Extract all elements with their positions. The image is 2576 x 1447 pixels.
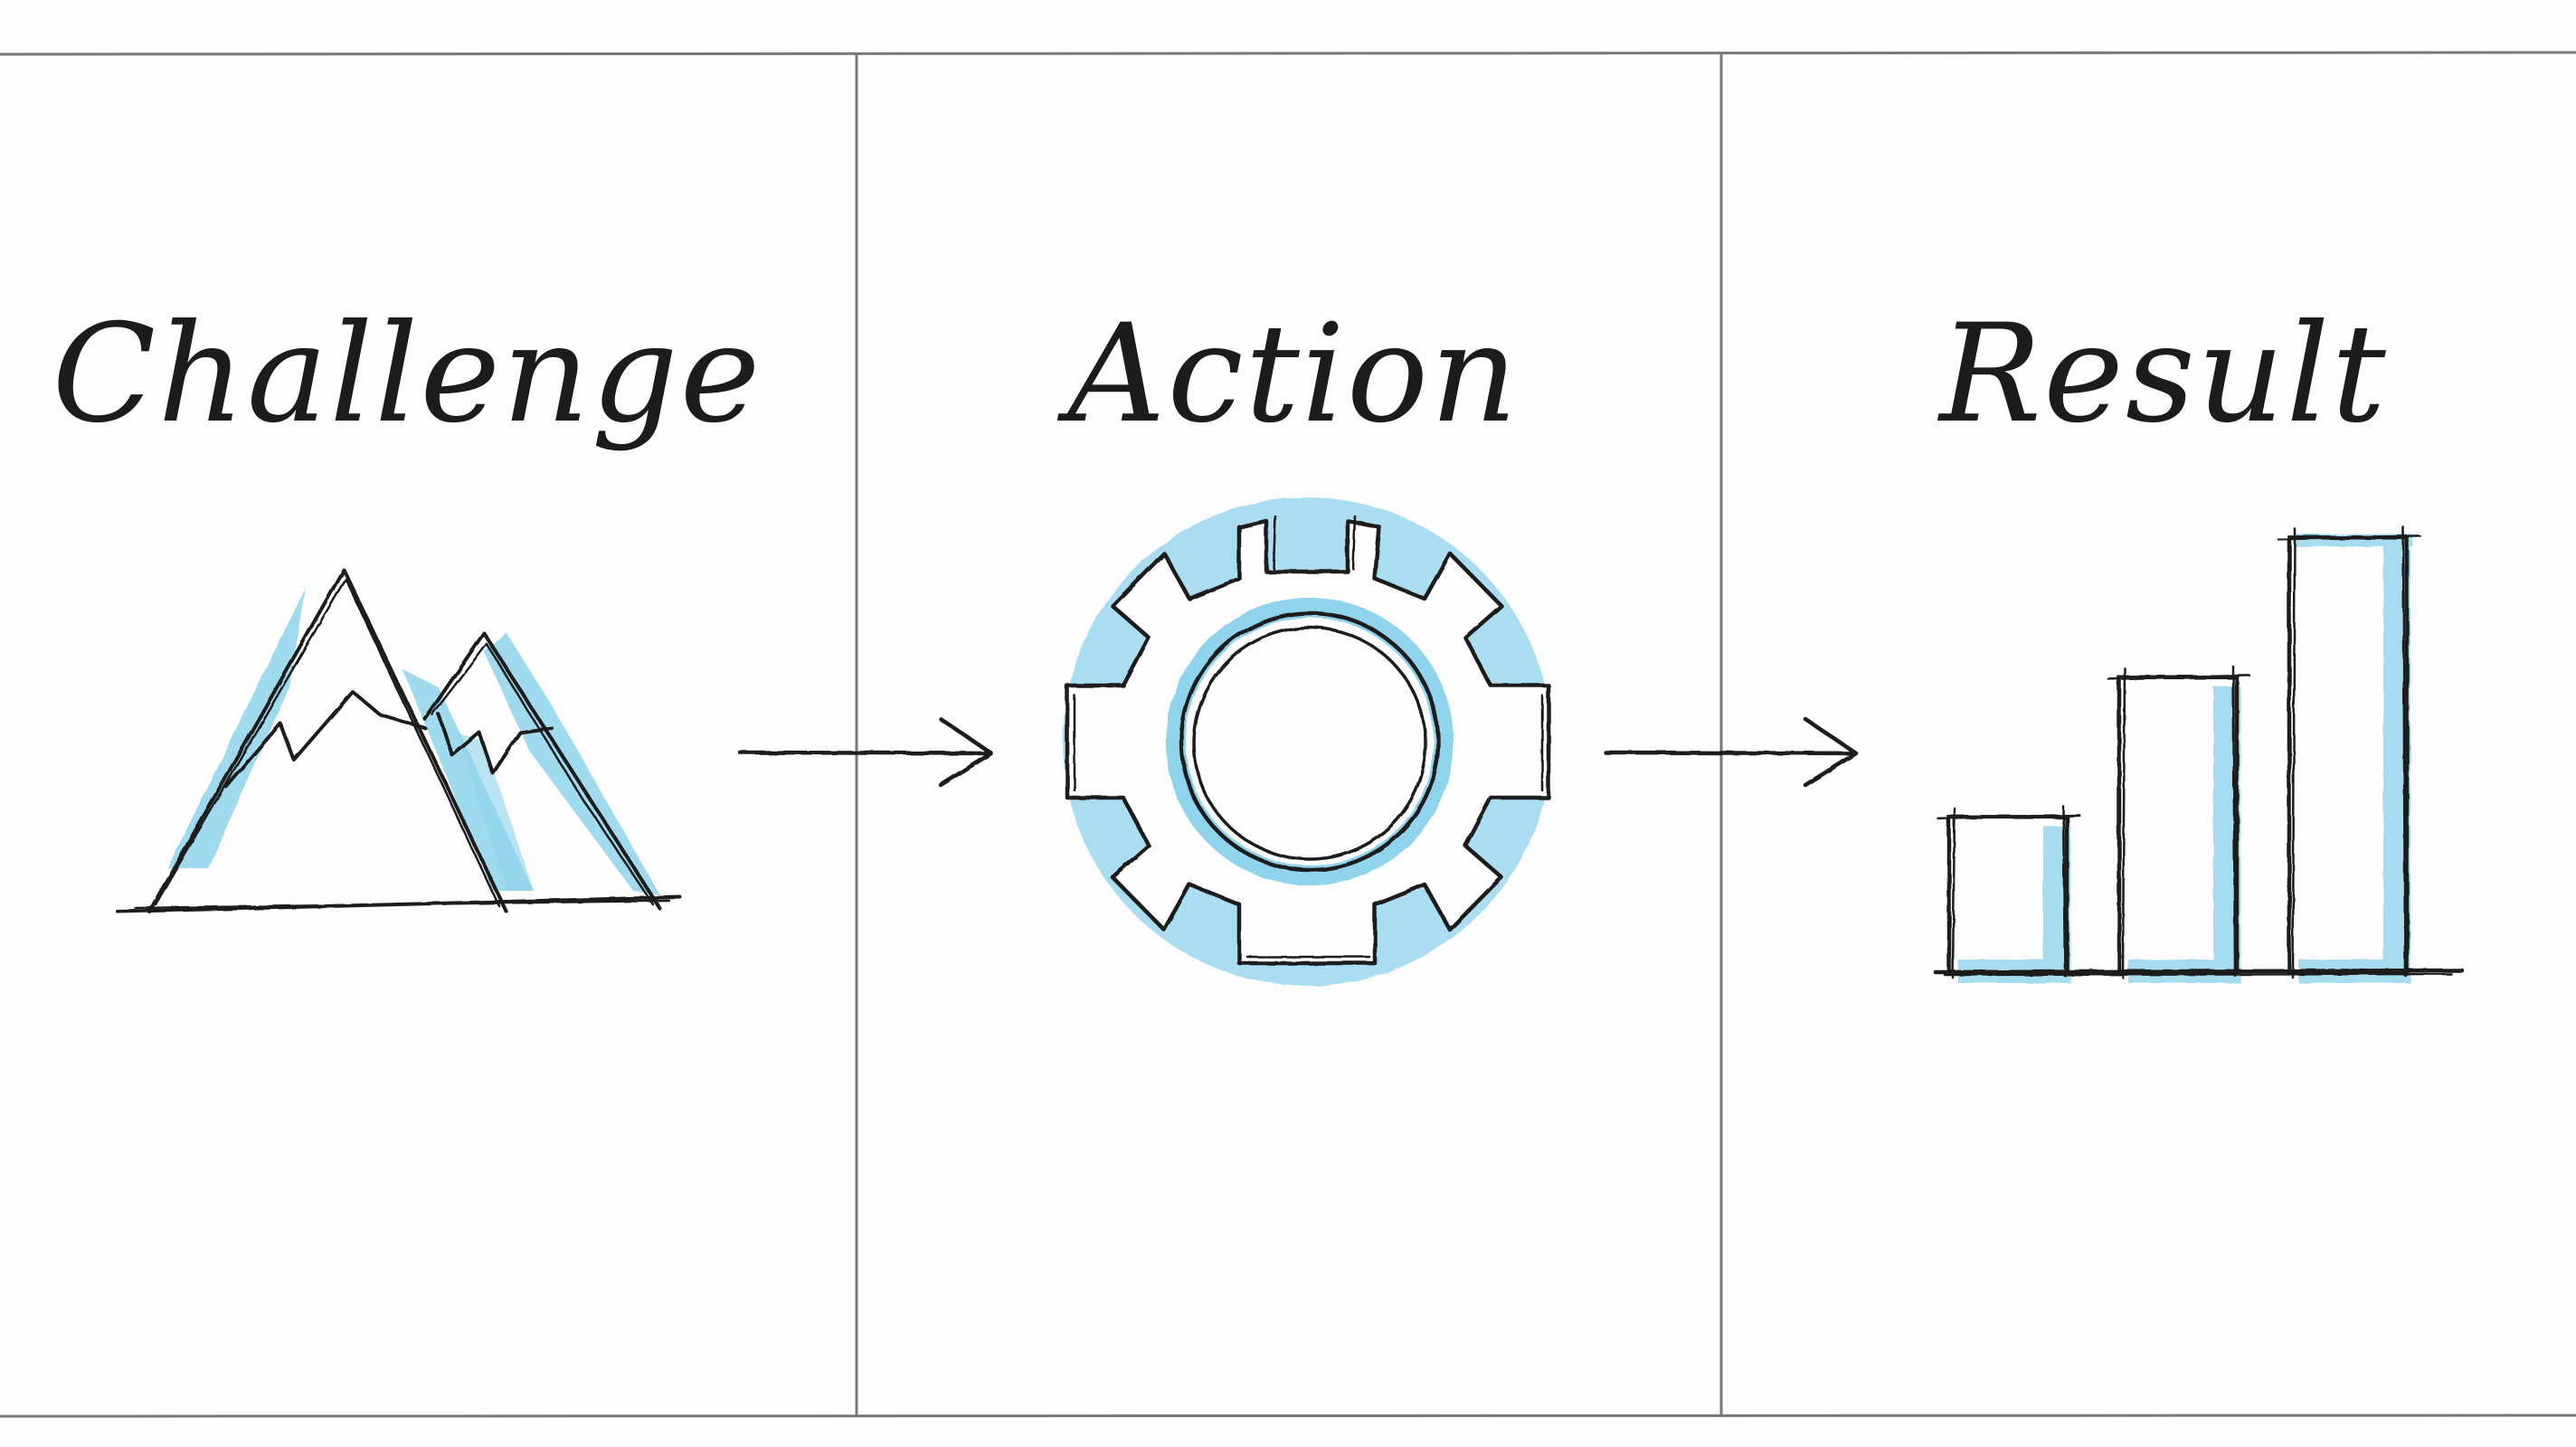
bar-shading xyxy=(2298,546,2410,983)
frame-bottom-line xyxy=(0,1414,2576,1418)
bar-sketch-line xyxy=(1937,805,2081,979)
arrow-right-icon xyxy=(737,716,994,788)
bar-sketch-line xyxy=(2277,525,2421,979)
bar-sketch-line xyxy=(2107,665,2251,979)
arrow-right-icon xyxy=(1603,716,1859,788)
panel-title-challenge: Challenge xyxy=(52,296,762,453)
bar-chart-icon xyxy=(1933,525,2465,983)
gear-icon xyxy=(1063,497,1551,986)
panel-title-result: Result xyxy=(1937,296,2388,453)
bar-shading xyxy=(1958,826,2070,983)
chart-baseline xyxy=(1933,968,2465,975)
mountain-icon xyxy=(116,568,682,913)
frame-top-line xyxy=(0,51,2576,56)
panel-title-action: Action xyxy=(1056,296,1520,453)
bar-shading xyxy=(2128,686,2240,983)
panel-frame xyxy=(0,51,2576,1418)
